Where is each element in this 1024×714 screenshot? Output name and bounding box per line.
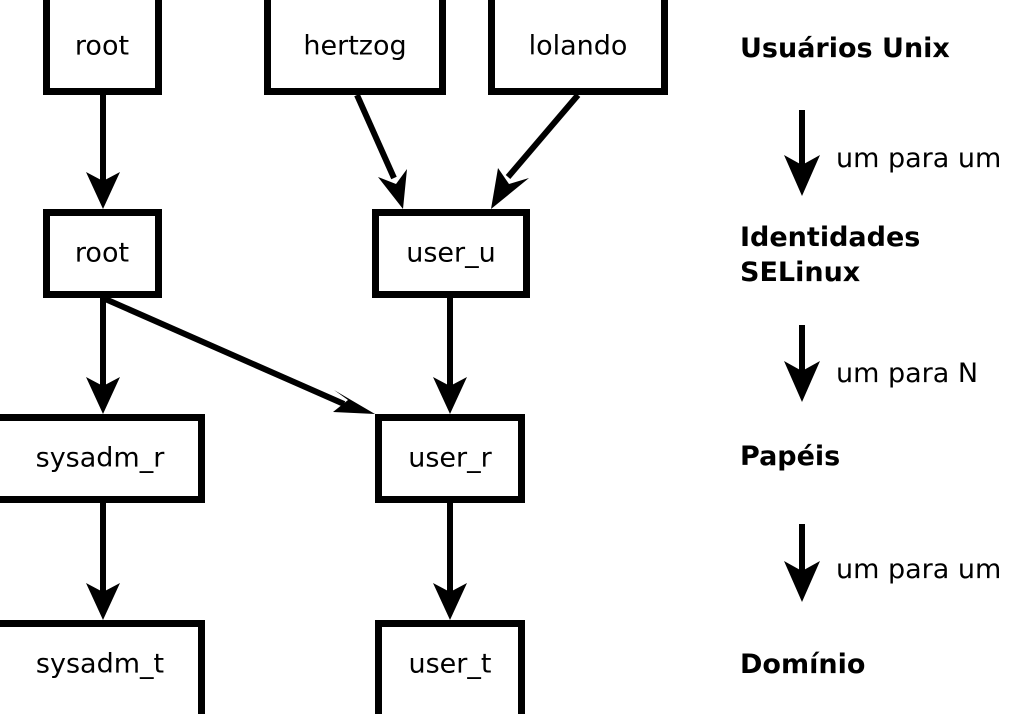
legend-arrow-ids-to-roles [784,325,820,402]
node-selinux-root[interactable]: root [43,209,162,298]
node-role-sysadm-r[interactable]: sysadm_r [0,414,205,503]
legend-relation-users-to-ids: um para um [836,143,1001,174]
edge-user-r-to-user-t [433,503,467,620]
node-domain-sysadm-t[interactable]: sysadm_t [0,620,205,714]
node-role-user-r-label: user_r [408,443,492,474]
edge-unix-root-to-selinux-root [86,95,120,209]
node-domain-sysadm-t-label: sysadm_t [36,649,164,680]
node-selinux-root-label: root [75,238,129,269]
legend-relation-ids-to-roles: um para N [836,358,978,389]
node-unix-lolando[interactable]: lolando [488,0,668,95]
node-unix-hertzog-label: hertzog [303,31,406,62]
legend-level-selinux-ids-line1: Identidades [740,222,920,253]
node-selinux-user-u-label: user_u [406,238,496,269]
edge-selinux-root-to-user-r [101,295,375,414]
edge-selinux-root-to-sysadm-r [86,298,120,414]
legend-level-roles: Papéis [740,441,840,472]
node-unix-root[interactable]: root [43,0,162,95]
node-unix-lolando-label: lolando [529,31,628,62]
node-unix-root-label: root [75,31,129,62]
node-unix-hertzog[interactable]: hertzog [264,0,446,95]
edge-lolando-to-user-u [491,93,581,209]
edge-user-u-to-user-r [433,298,467,414]
edge-sysadm-r-to-sysadm-t [86,503,120,620]
node-domain-user-t[interactable]: user_t [375,620,525,714]
legend-level-unix-users: Usuários Unix [740,33,950,64]
node-role-sysadm-r-label: sysadm_r [36,443,166,474]
legend-level-domain: Domínio [740,649,865,680]
node-domain-user-t-label: user_t [409,649,492,680]
legend-level-selinux-ids-line2: SELinux [740,257,860,288]
legend-relation-roles-to-domain: um para um [836,554,1001,585]
edge-hertzog-to-user-u [354,93,407,209]
node-selinux-user-u[interactable]: user_u [372,209,530,298]
legend-arrow-users-to-ids [784,110,820,196]
legend-arrow-roles-to-domain [784,524,820,602]
node-role-user-r[interactable]: user_r [375,414,525,503]
